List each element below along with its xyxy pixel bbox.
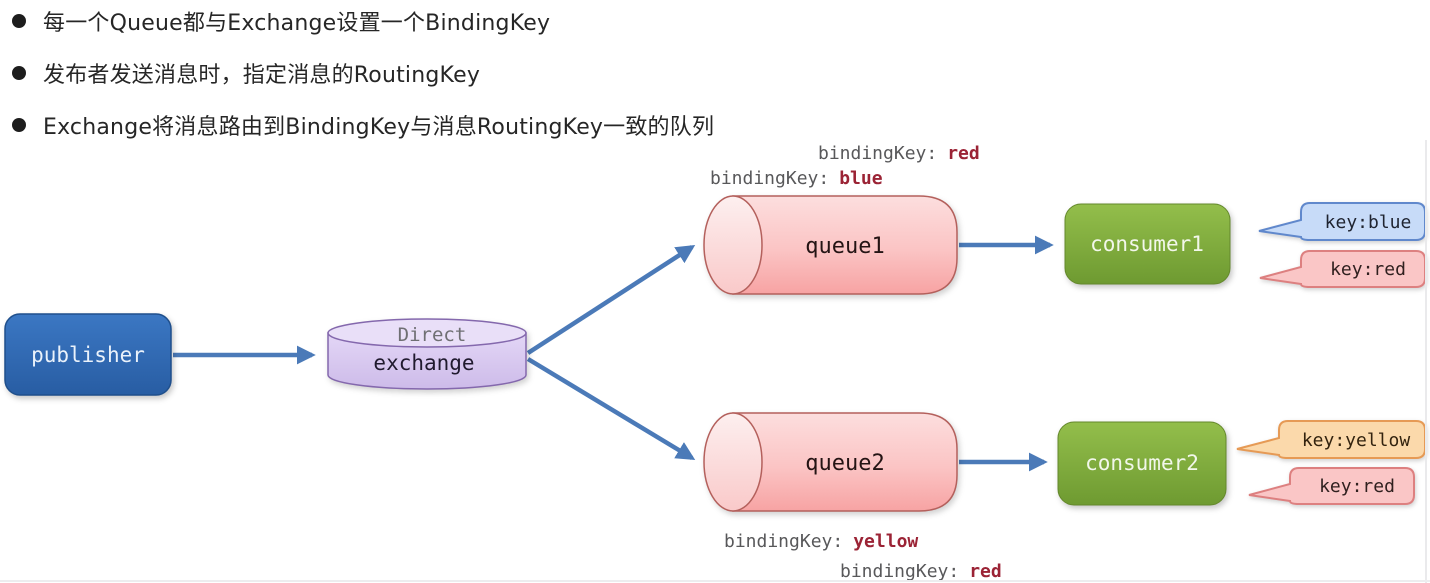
publisher-label: publisher	[31, 343, 145, 367]
tag-key-blue-bubble	[1258, 202, 1426, 241]
queue2-node: queue2	[703, 412, 958, 512]
binding-label-queue1-blue: bindingKey:blue	[710, 168, 883, 189]
consumer2-box	[1057, 421, 1227, 506]
consumer1-label: consumer1	[1090, 232, 1204, 256]
bullet-text: 发布者发送消息时，指定消息的RoutingKey	[43, 63, 481, 88]
bullet-item: 每一个Queue都与Exchange设置一个BindingKey	[12, 5, 550, 37]
slide-right-edge	[1425, 140, 1427, 583]
tag-key-red2-label: key:red	[1319, 476, 1395, 497]
binding-labels: bindingKey:red bindingKey:blue bindingKe…	[710, 143, 1002, 582]
binding-label-queue2-yellow: bindingKey:yellow	[724, 531, 918, 552]
slide-bottom-edge	[0, 580, 1430, 582]
queue2-cylinder-body	[732, 412, 958, 512]
queue1-cylinder-cap	[703, 195, 763, 295]
exchange-label: exchange	[373, 351, 474, 375]
queue2-cylinder-cap	[703, 412, 763, 512]
consumer1-node: consumer1	[1064, 203, 1231, 285]
exchange-cylinder-top	[327, 318, 527, 348]
bullet-dot-icon	[12, 66, 26, 80]
bullet-text: 每一个Queue都与Exchange设置一个BindingKey	[43, 11, 551, 36]
tag-key-red1-label: key:red	[1330, 259, 1406, 280]
publisher-node: publisher	[4, 313, 172, 396]
key-tags: key:blue key:red key:yellow key:red	[1236, 202, 1426, 505]
binding-label-queue1-red: bindingKey:red	[818, 143, 980, 164]
consumer2-node: consumer2	[1057, 421, 1227, 506]
queue1-cylinder-body	[732, 195, 958, 295]
bullet-item: 发布者发送消息时，指定消息的RoutingKey	[12, 57, 480, 89]
bullet-text: Exchange将消息路由到BindingKey与消息RoutingKey一致的…	[43, 115, 715, 140]
arrow-exchange-to-queue2	[526, 357, 696, 460]
tag-key-blue-label: key:blue	[1325, 212, 1412, 233]
arrow-exchange-to-queue1	[526, 244, 696, 355]
queue1-node: queue1	[703, 195, 958, 295]
tag-key-yellow-bubble	[1236, 420, 1426, 459]
binding-label-queue2-red: bindingKey:red	[840, 561, 1002, 582]
tag-key-red1-bubble	[1259, 250, 1426, 288]
bullet-dot-icon	[12, 14, 26, 28]
queue1-label: queue1	[805, 234, 884, 259]
tag-key-yellow-label: key:yellow	[1302, 430, 1411, 451]
exchange-type-label: Direct	[398, 324, 467, 346]
consumer1-box	[1064, 203, 1231, 285]
tag-key-red2-bubble	[1248, 467, 1415, 505]
publisher-box	[4, 313, 172, 396]
bullet-dot-icon	[12, 118, 26, 132]
exchange-cylinder-body	[327, 332, 527, 390]
consumer2-label: consumer2	[1085, 451, 1199, 475]
bullet-item: Exchange将消息路由到BindingKey与消息RoutingKey一致的…	[12, 109, 714, 141]
queue2-label: queue2	[805, 451, 884, 476]
exchange-node: Direct exchange	[327, 318, 527, 390]
arrow-group	[173, 235, 1054, 472]
